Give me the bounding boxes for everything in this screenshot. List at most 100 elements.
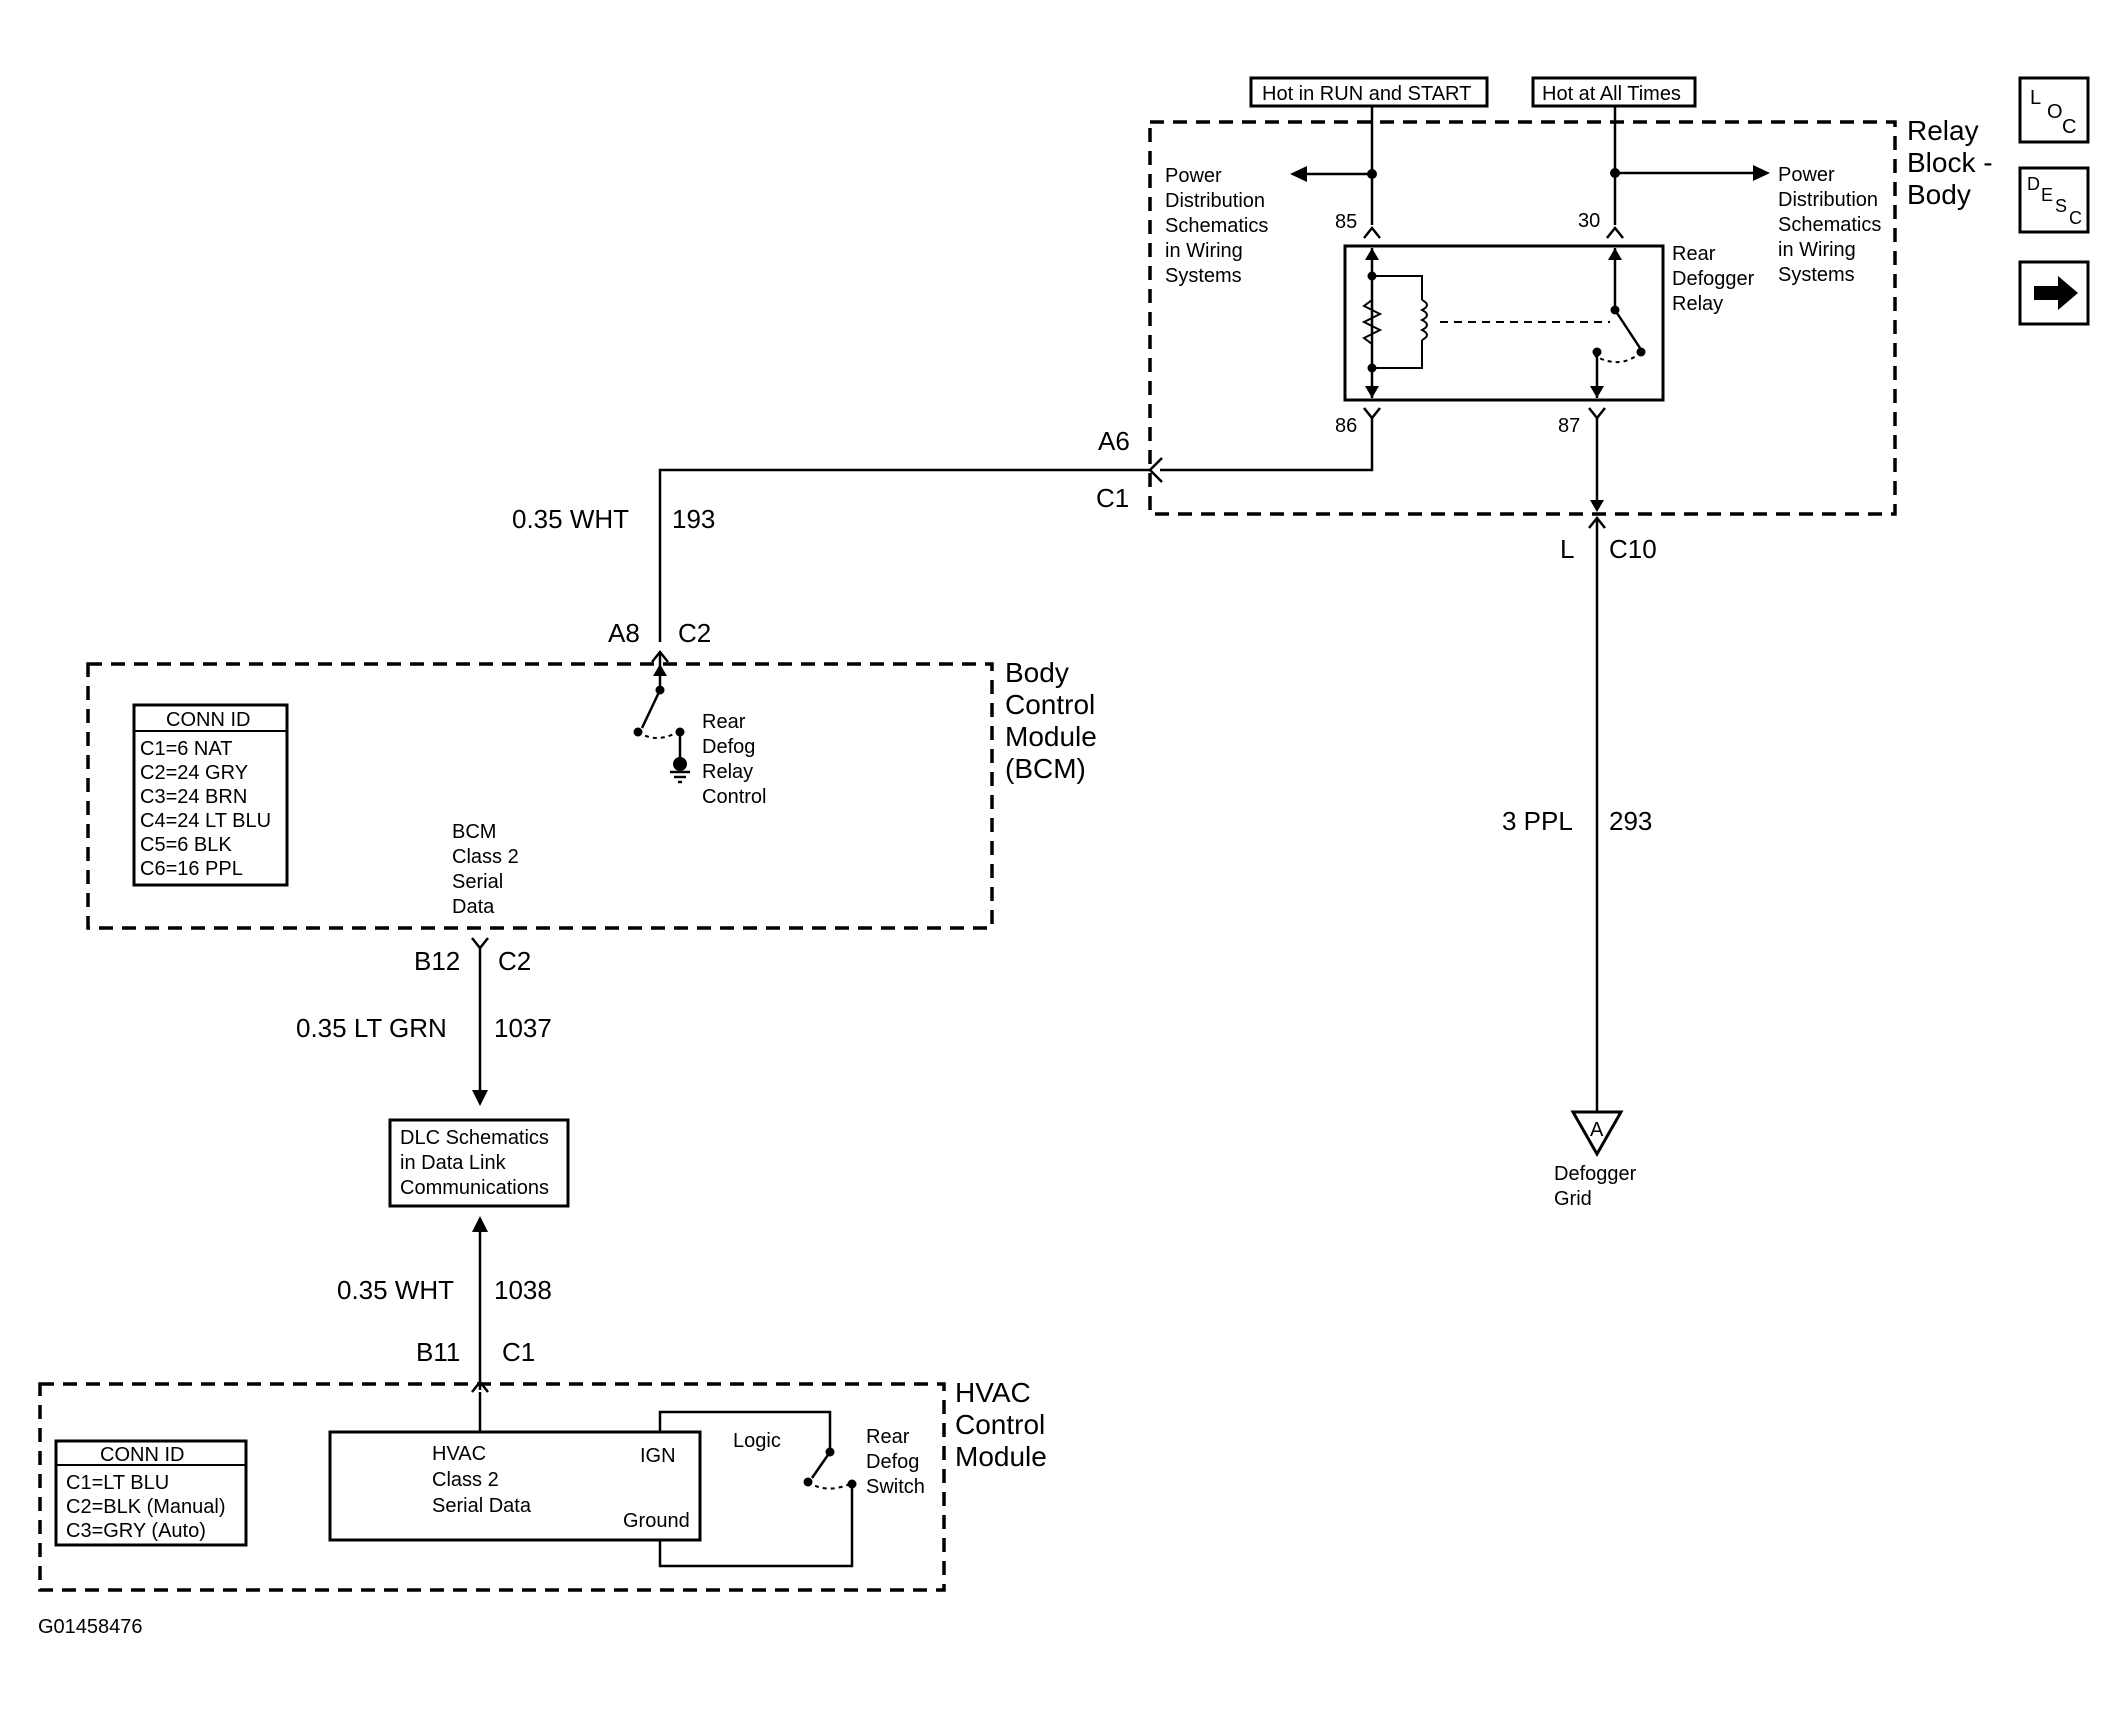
bcm-class2-4: Data — [452, 896, 495, 918]
connector-85-icon — [1363, 225, 1381, 239]
pin-87-label: 87 — [1558, 415, 1580, 437]
hvac-class2-1: HVAC — [432, 1443, 486, 1465]
connector-l-label: L — [1560, 534, 1574, 564]
hvac-conn-id-2: C2=BLK (Manual) — [66, 1496, 226, 1518]
hvac-ground-label: Ground — [623, 1510, 690, 1532]
relay-name-3: Relay — [1672, 293, 1723, 315]
bcm-conn-id-6: C6=16 PPL — [140, 858, 243, 880]
loc-button[interactable]: L O C — [2018, 76, 2090, 144]
arrow-left-icon — [1290, 166, 1307, 182]
wire-193-circuit: 193 — [672, 504, 715, 534]
defogger-label-2: Grid — [1554, 1188, 1592, 1210]
connector-87-icon — [1588, 407, 1606, 421]
bcm-relay-control-4: Control — [702, 786, 766, 808]
desc-letter-e: E — [2041, 185, 2053, 205]
bcm-conn-id-table — [132, 703, 289, 887]
pd-left-line-4: in Wiring — [1165, 240, 1243, 262]
hvac-class2-2: Class 2 — [432, 1469, 499, 1491]
connector-b12-icon — [471, 937, 489, 951]
hvac-inner-module — [328, 1430, 702, 1542]
pin-85-label: 85 — [1335, 211, 1357, 233]
desc-letter-c: C — [2069, 208, 2082, 228]
arrow-down-icon — [472, 1090, 488, 1106]
diagram-id: G01458476 — [38, 1616, 143, 1638]
hvac-title-3: Module — [955, 1441, 1047, 1472]
wire-293-gauge: 3 PPL — [1502, 806, 1573, 836]
connector-86-icon — [1363, 407, 1381, 421]
pd-right-line-1: Power — [1778, 164, 1835, 186]
pd-left-line-2: Distribution — [1165, 190, 1265, 212]
next-button[interactable] — [2018, 260, 2090, 326]
pd-left-line-1: Power — [1165, 165, 1222, 187]
connector-b11-icon — [471, 1379, 489, 1393]
desc-letter-d: D — [2027, 174, 2040, 194]
hvac-switch-3: Switch — [866, 1476, 925, 1498]
wire-293-circuit: 293 — [1609, 806, 1652, 836]
wire-193-gauge: 0.35 WHT — [512, 504, 629, 534]
dlc-line-1: DLC Schematics — [400, 1127, 549, 1149]
hvac-conn-id-1: C1=LT BLU — [66, 1472, 169, 1494]
relay-name-1: Rear — [1672, 243, 1716, 265]
loc-letter-l: L — [2030, 87, 2041, 109]
hot-run-start-label: Hot in RUN and START — [1262, 83, 1471, 105]
pd-left-line-5: Systems — [1165, 265, 1242, 287]
pd-right-line-4: in Wiring — [1778, 239, 1856, 261]
connector-a8-label: A8 — [608, 618, 640, 648]
desc-button[interactable]: D E S C — [2018, 166, 2090, 234]
relay-block-boundary — [1148, 120, 1897, 516]
defogger-symbol-letter: A — [1590, 1119, 1604, 1141]
hvac-logic-label: Logic — [733, 1430, 781, 1452]
desc-letter-s: S — [2055, 196, 2067, 216]
wire-193 — [658, 468, 1150, 642]
connector-c10-label: C10 — [1609, 534, 1657, 564]
arrow-right-icon — [2034, 276, 2078, 310]
bcm-relay-control-3: Relay — [702, 761, 753, 783]
ground-icon — [673, 757, 687, 771]
connector-c1-hvac-label: C1 — [502, 1337, 535, 1367]
relay-coil-icon — [1419, 299, 1428, 341]
bcm-title-1: Body — [1005, 657, 1069, 688]
bcm-boundary — [86, 662, 994, 930]
bcm-conn-id-2: C2=24 GRY — [140, 762, 248, 784]
bcm-relay-control-2: Defog — [702, 736, 755, 758]
connector-c2-bcm-bottom-label: C2 — [498, 946, 531, 976]
defogger-grid-symbol — [1570, 1110, 1624, 1158]
hvac-ign-label: IGN — [640, 1445, 676, 1467]
relay-block-title-2: Block - — [1907, 147, 1993, 178]
pin-30-label: 30 — [1578, 210, 1600, 232]
pd-right-line-5: Systems — [1778, 264, 1855, 286]
pd-right-line-3: Schematics — [1778, 214, 1881, 236]
connector-b12-label: B12 — [414, 946, 460, 976]
hot-all-times-label: Hot at All Times — [1542, 83, 1681, 105]
hvac-conn-id-3: C3=GRY (Auto) — [66, 1520, 206, 1542]
wire-1037-gauge: 0.35 LT GRN — [296, 1013, 447, 1043]
bcm-conn-id-4: C4=24 LT BLU — [140, 810, 271, 832]
bcm-title-2: Control — [1005, 689, 1095, 720]
bcm-conn-id-title: CONN ID — [166, 709, 250, 731]
connector-30-icon — [1606, 225, 1624, 239]
wire-1037-circuit: 1037 — [494, 1013, 552, 1043]
connector-c2-bcm-top-label: C2 — [678, 618, 711, 648]
rear-defogger-relay — [1343, 244, 1665, 402]
hvac-title-2: Control — [955, 1409, 1045, 1440]
hvac-switch-1: Rear — [866, 1426, 910, 1448]
pd-right-line-2: Distribution — [1778, 189, 1878, 211]
bcm-conn-id-3: C3=24 BRN — [140, 786, 247, 808]
hvac-boundary — [38, 1382, 946, 1592]
relay-block: Relay Block - Body Hot in RUN and START … — [1148, 76, 1993, 516]
bcm-title-3: Module — [1005, 721, 1097, 752]
connector-a6-label: A6 — [1098, 426, 1130, 456]
bcm-relay-control-1: Rear — [702, 711, 746, 733]
bcm-conn-id-1: C1=6 NAT — [140, 738, 232, 760]
bcm-title-4: (BCM) — [1005, 753, 1086, 784]
connector-b11-label: B11 — [416, 1337, 460, 1367]
connector-c1-relay-label: C1 — [1096, 483, 1129, 513]
bcm-class2-2: Class 2 — [452, 846, 519, 868]
hvac-conn-id-title: CONN ID — [100, 1444, 184, 1466]
dlc-line-3: Communications — [400, 1177, 549, 1199]
body-control-module: Body Control Module (BCM) CONN ID C1=6 N… — [86, 649, 1097, 930]
hvac-class2-3: Serial Data — [432, 1495, 532, 1517]
hvac-control-module: HVAC Control Module CONN ID C1=LT BLU C2… — [38, 1377, 1047, 1592]
bcm-class2-1: BCM — [452, 821, 496, 843]
